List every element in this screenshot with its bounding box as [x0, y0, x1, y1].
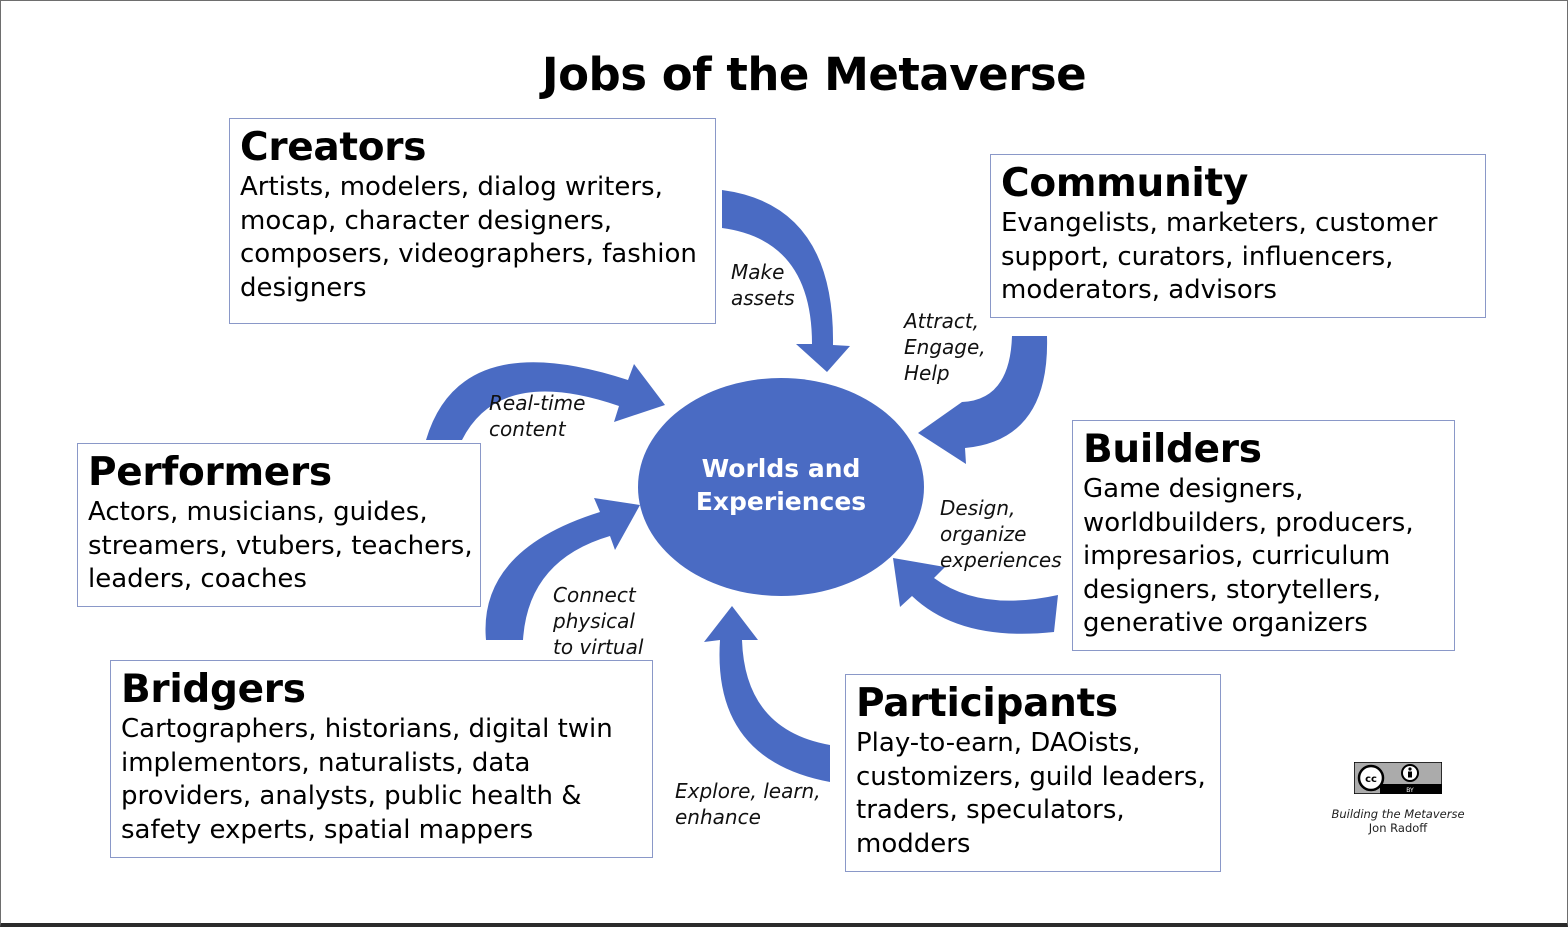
text-bridgers: Cartographers, historians, digital twin … [121, 714, 613, 845]
hub-line2: Experiences [695, 487, 867, 516]
arrow-performers [426, 362, 665, 440]
flow-label-creators: Make assets [731, 260, 795, 310]
heading-creators: Creators [240, 125, 427, 170]
page-title: Jobs of the Metaverse [541, 48, 1087, 101]
credit-line1: Building the Metaverse [1331, 807, 1465, 821]
arrow-community [918, 336, 1048, 464]
hub-label: Worlds and Experiences [640, 452, 922, 518]
box-creators: Creators Artists, modelers, dialog write… [229, 118, 716, 324]
heading-bridgers: Bridgers [121, 667, 306, 712]
by-badge-text: BY [1406, 787, 1414, 794]
hub-ellipse [638, 378, 924, 596]
cc-badge-text: cc [1365, 774, 1377, 785]
cc-by-license-icon: cc BY [1354, 762, 1442, 794]
flow-label-performers: Real-time content [489, 391, 586, 441]
box-builders: Builders Game designers, worldbuilders, … [1072, 420, 1455, 651]
flow-label-bridgers: Connect physical to virtual [553, 583, 644, 659]
flow-label-community: Attract, Engage, Help [904, 309, 986, 385]
hub-line1: Worlds and [701, 454, 861, 483]
text-community: Evangelists, marketers, customer support… [1001, 208, 1438, 305]
heading-community: Community [1001, 161, 1248, 206]
arrow-builders [893, 558, 1058, 634]
flow-label-builders: Design, organize experiences [940, 496, 1062, 572]
box-community: Community Evangelists, marketers, custom… [990, 154, 1486, 318]
arrow-participants [704, 606, 830, 782]
box-participants: Participants Play-to-earn, DAOists, cust… [845, 674, 1221, 872]
credit: Building the Metaverse Jon Radoff [1318, 807, 1478, 835]
arrow-creators [722, 190, 850, 372]
text-builders: Game designers, worldbuilders, producers… [1083, 474, 1414, 638]
credit-line2: Jon Radoff [1368, 821, 1428, 835]
box-bridgers: Bridgers Cartographers, historians, digi… [110, 660, 653, 858]
box-performers: Performers Actors, musicians, guides, st… [77, 443, 481, 607]
flow-label-participants: Explore, learn, enhance [675, 779, 821, 829]
heading-performers: Performers [88, 450, 332, 495]
text-creators: Artists, modelers, dialog writers, mocap… [240, 172, 697, 303]
text-participants: Play-to-earn, DAOists, customizers, guil… [856, 728, 1206, 859]
heading-participants: Participants [856, 681, 1118, 726]
arrow-bridgers [485, 498, 640, 640]
text-performers: Actors, musicians, guides, streamers, vt… [88, 497, 473, 594]
heading-builders: Builders [1083, 427, 1262, 472]
